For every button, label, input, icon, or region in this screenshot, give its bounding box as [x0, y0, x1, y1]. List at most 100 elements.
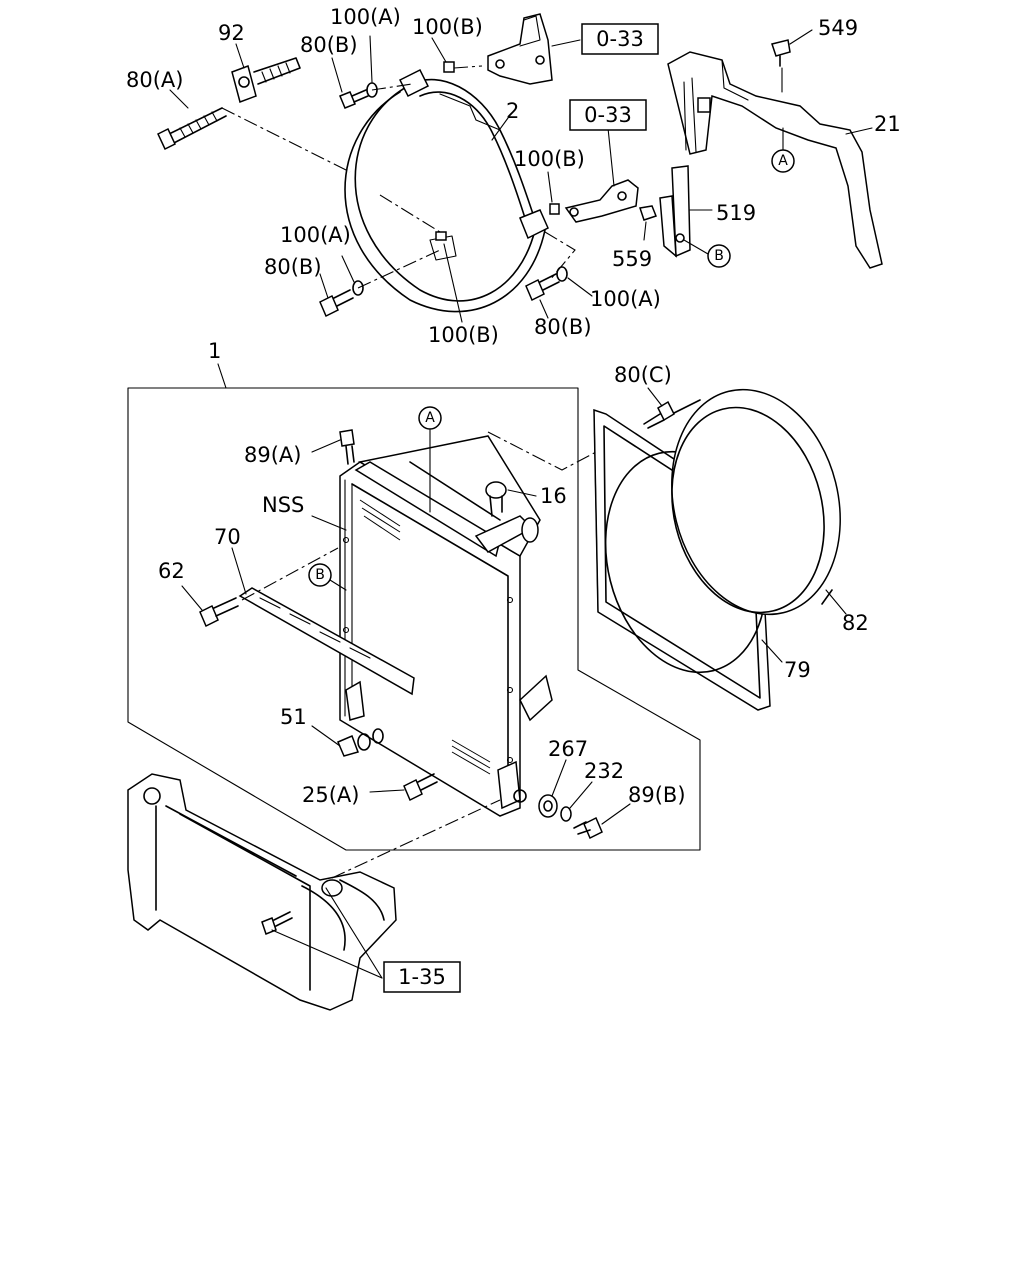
radiator-core	[339, 435, 553, 817]
leader-80a	[169, 89, 189, 109]
leader-1	[217, 363, 227, 389]
clip-100b-mid	[547, 171, 560, 215]
ref-box-135	[383, 961, 461, 993]
marker-a-upper: A	[778, 153, 788, 169]
centerline-frame	[487, 431, 597, 471]
centerline-b	[371, 83, 413, 91]
leader-267	[551, 759, 567, 797]
ref-033-top: 0-33	[596, 27, 644, 51]
leader-100b-bottom	[443, 243, 463, 323]
stay-70	[238, 587, 415, 696]
leader-25a	[369, 789, 405, 793]
label-2: 2	[506, 99, 519, 123]
label-80b-left: 80(B)	[264, 255, 322, 279]
label-80b-top: 80(B)	[300, 33, 358, 57]
leader-100a-left	[341, 255, 355, 283]
washer-232	[560, 806, 572, 822]
leader-2	[491, 117, 509, 141]
leader-80c	[647, 387, 663, 407]
clip-549	[771, 29, 813, 93]
centerline-e	[544, 231, 576, 281]
ref-box-033-mid	[569, 99, 647, 131]
label-80c: 80(C)	[614, 363, 672, 387]
leader-100a-top	[369, 35, 373, 83]
centerline-a	[221, 107, 441, 233]
label-100a-right: 100(A)	[590, 287, 661, 311]
label-21: 21	[874, 112, 901, 136]
centerline-d	[357, 249, 441, 289]
label-100b-top: 100(B)	[412, 15, 483, 39]
ref-033-mid: 0-33	[584, 103, 632, 127]
bracket-033-top	[487, 13, 581, 85]
label-79: 79	[784, 658, 811, 682]
label-267: 267	[548, 737, 588, 761]
label-232: 232	[584, 759, 624, 783]
label-100b-bottom: 100(B)	[428, 323, 499, 347]
leader-marker-b-upper	[683, 239, 709, 255]
bolt-80b-left	[319, 280, 364, 318]
leader-82	[825, 589, 847, 615]
label-nss: NSS	[262, 493, 304, 517]
nut-559	[639, 205, 657, 241]
label-70: 70	[214, 525, 241, 549]
marker-a-lower-circle	[418, 406, 442, 430]
clip-100b-top	[431, 37, 455, 73]
part-51	[337, 728, 384, 757]
leader-16	[507, 489, 537, 497]
leader-marker-b-lower	[329, 579, 347, 591]
bolt-25a	[403, 773, 438, 802]
leader-89b	[601, 803, 631, 825]
marker-b-upper-circle	[707, 244, 731, 268]
leader-232	[569, 781, 593, 809]
leader-100a-right	[567, 277, 593, 297]
ref-135: 1-35	[398, 965, 446, 989]
centerline-c	[453, 65, 483, 69]
label-51: 51	[280, 705, 307, 729]
bracket-033-mid	[564, 127, 639, 223]
leader-70	[231, 547, 247, 595]
bracket-92	[231, 57, 301, 103]
fan-ring-82	[671, 388, 841, 616]
intercooler	[127, 773, 397, 1011]
bracket-519	[659, 165, 713, 258]
label-100b-mid: 100(B)	[514, 147, 585, 171]
leader-nss	[311, 515, 347, 531]
leader-80b-left	[319, 273, 329, 299]
label-549: 549	[818, 16, 858, 40]
leader-51	[311, 725, 341, 747]
marker-b-upper: B	[714, 248, 724, 264]
leader-21	[845, 127, 873, 135]
marker-a-lower: A	[425, 410, 435, 426]
leader-80b-bottom	[539, 299, 549, 319]
bolt-80a-top	[157, 107, 227, 151]
label-80a-top: 80(A)	[126, 68, 183, 92]
label-16: 16	[540, 484, 567, 508]
leader-79	[761, 639, 783, 663]
label-519: 519	[716, 201, 756, 225]
ref-box-033-top	[581, 23, 659, 55]
bolt-89a	[339, 429, 355, 465]
label-92: 92	[218, 21, 245, 45]
label-62: 62	[158, 559, 185, 583]
bolt-80c	[643, 400, 675, 429]
centerline-intercooler	[331, 799, 501, 879]
label-100a-left: 100(A)	[280, 223, 351, 247]
bolt-62	[199, 597, 239, 628]
label-25a: 25(A)	[302, 783, 359, 807]
label-80b-bottom: 80(B)	[534, 315, 592, 339]
cover-21	[667, 51, 883, 269]
leader-intercooler-b	[325, 887, 383, 979]
bolt-80b-top	[339, 82, 378, 109]
label-1: 1	[208, 339, 221, 363]
label-89b: 89(B)	[628, 783, 686, 807]
marker-b-lower-circle	[308, 563, 332, 587]
label-100a-top: 100(A)	[330, 5, 401, 29]
bolt-89b	[573, 816, 603, 840]
label-82: 82	[842, 611, 869, 635]
leader-62	[181, 585, 203, 611]
label-89a: 89(A)	[244, 443, 301, 467]
bolt-80b-bottom	[525, 266, 568, 302]
filler-neck	[474, 481, 539, 553]
bushing-267	[538, 794, 558, 818]
